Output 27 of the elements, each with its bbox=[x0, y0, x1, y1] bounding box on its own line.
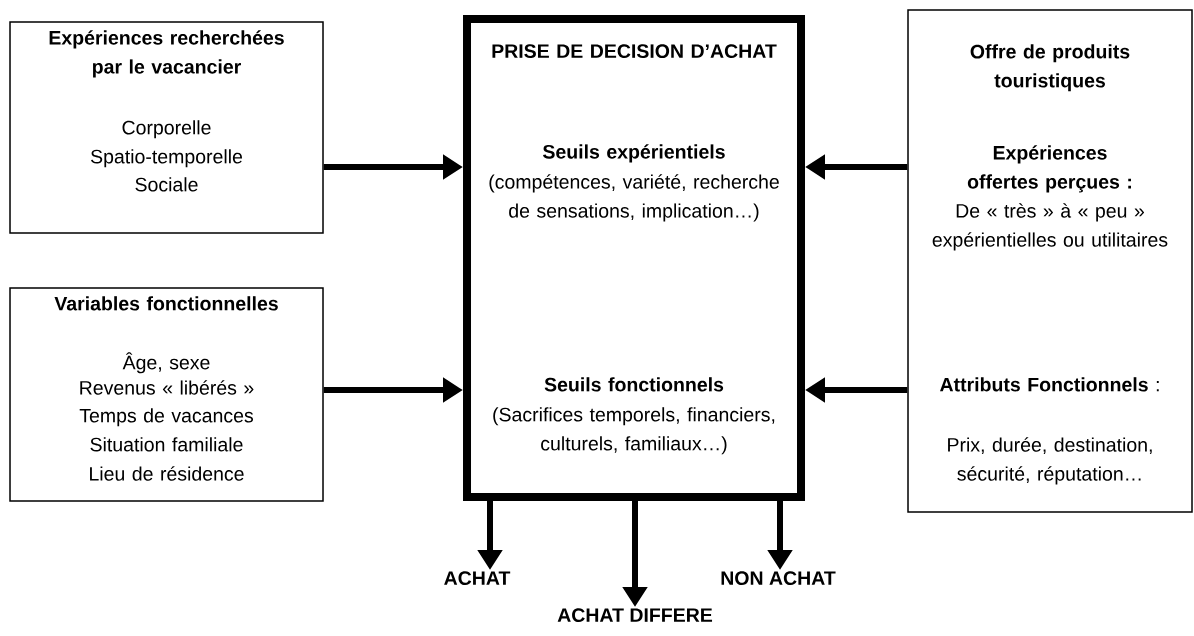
box-heading: Offre de produits touristiques bbox=[970, 44, 1130, 92]
box-heading: Expériences recherchées par le vacancier bbox=[49, 30, 284, 78]
box-text: Temps de vacances bbox=[79, 408, 253, 427]
box-text: Attributs Fonctionnels : bbox=[940, 377, 1159, 392]
box-text: Âge, sexe bbox=[122, 352, 210, 374]
outcome-label: ACHAT bbox=[444, 571, 511, 585]
box-heading: PRISE DE DECISION D’ACHAT bbox=[492, 44, 777, 58]
offer-box bbox=[907, 9, 1193, 513]
box-text: Revenus « libérés » bbox=[80, 380, 254, 395]
decision-box bbox=[463, 15, 805, 501]
box-heading: Seuils fonctionnels bbox=[544, 377, 724, 392]
outcome-label: ACHAT DIFFERE bbox=[557, 608, 713, 622]
box-text: Corporelle bbox=[122, 120, 211, 139]
box-heading: Variables fonctionnelles bbox=[54, 296, 278, 311]
box-text: (compétences, variété, recherche de sensations, implication…) bbox=[489, 174, 779, 222]
box-text: De « très » à « peu » expérientielles ou utilitaires bbox=[932, 203, 1168, 251]
box-text: Spatio-temporelle bbox=[90, 149, 243, 168]
box-text: Lieu de résidence bbox=[90, 466, 244, 481]
box-text: Sociale bbox=[135, 177, 198, 192]
factor-box bbox=[9, 287, 324, 502]
factor-box bbox=[9, 21, 324, 234]
box-text: Prix, durée, destination, sécurité, réputation… bbox=[948, 437, 1152, 485]
box-heading: Expériences offertes perçues : bbox=[967, 145, 1131, 193]
outcome-label: NON ACHAT bbox=[721, 571, 836, 585]
box-text: (Sacrifices temporels, financiers, culturels, familiaux…) bbox=[493, 407, 775, 455]
box-heading: Seuils expérientiels bbox=[543, 144, 725, 163]
box-text: Situation familiale bbox=[90, 437, 243, 452]
